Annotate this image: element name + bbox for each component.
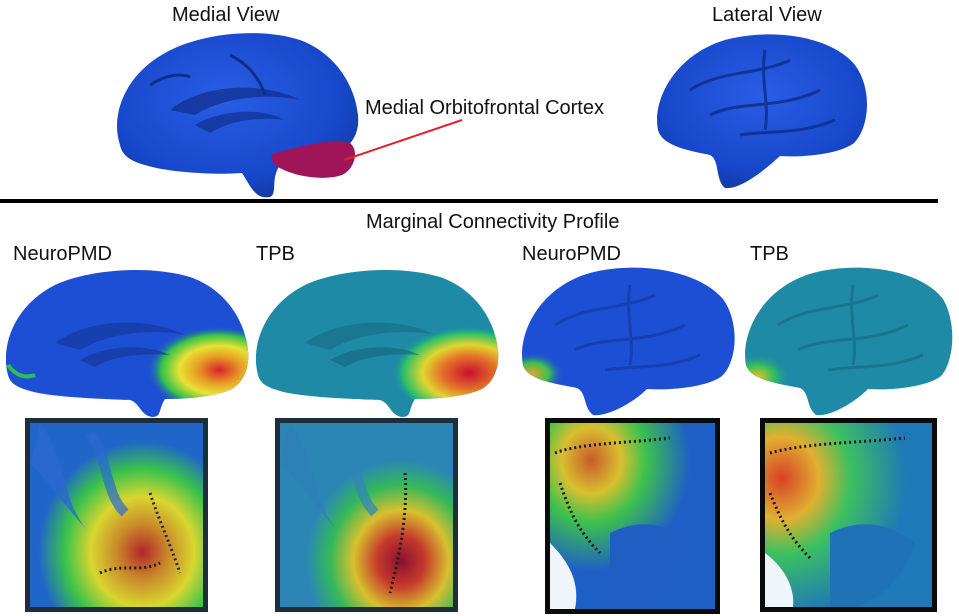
- roi-label: Medial Orbitofrontal Cortex: [365, 97, 604, 119]
- tpb-medial-brain: [255, 270, 499, 417]
- section-divider: [0, 199, 938, 203]
- zoom-neuropmd-lateral: [545, 418, 720, 614]
- roi-region: [271, 141, 356, 178]
- tpb-lateral-brain: [745, 267, 953, 416]
- zoom-neuropmd-medial: [25, 418, 208, 612]
- medial-view-label: Medial View: [172, 4, 280, 26]
- lateral-brain-top: [657, 34, 868, 189]
- zoom-tpb-medial: [275, 418, 458, 612]
- roi-pointer-line: [343, 119, 463, 161]
- lateral-surface: [657, 34, 868, 189]
- neuropmd-medial-brain: [5, 270, 249, 417]
- section-title: Marginal Connectivity Profile: [366, 211, 620, 233]
- neuropmd-lateral-brain: [522, 267, 735, 416]
- lateral-view-label: Lateral View: [712, 4, 822, 26]
- panel-label-tpb-lateral: TPB: [750, 243, 789, 265]
- panel-label-tpb-medial: TPB: [256, 243, 295, 265]
- medial-brain-top: [117, 33, 359, 198]
- panel-label-neuropmd-medial: NeuroPMD: [13, 243, 112, 265]
- panel-label-neuropmd-lateral: NeuroPMD: [522, 243, 621, 265]
- zoom-tpb-lateral: [760, 418, 937, 612]
